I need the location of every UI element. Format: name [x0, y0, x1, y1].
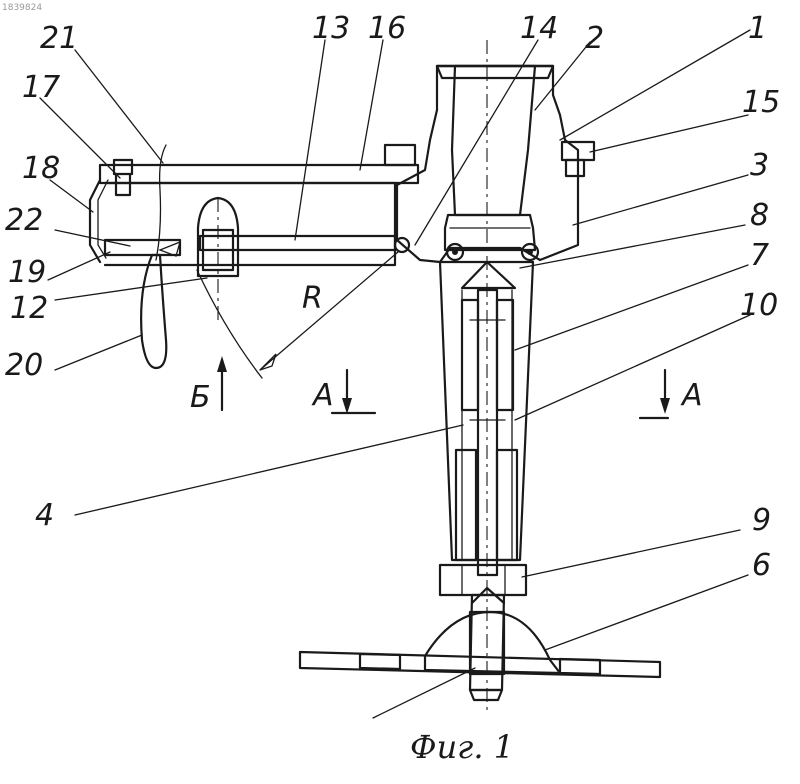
- base-plate-6: [300, 612, 660, 677]
- label-9: 9: [752, 503, 771, 538]
- label-6: 6: [752, 548, 771, 583]
- document-id: 1839824: [2, 3, 42, 13]
- label-15: 15: [742, 85, 780, 120]
- section-a-right-label: A: [680, 378, 703, 413]
- label-18: 18: [22, 151, 60, 186]
- label-13: 13: [312, 11, 350, 46]
- label-7: 7: [750, 238, 769, 273]
- reference-labels: 21 17 18 22 19 12 20 13 16 14 2 1 15 3 8…: [5, 11, 780, 583]
- label-14: 14: [520, 11, 558, 46]
- section-a-right-arrow: [640, 370, 670, 418]
- label-19: 19: [8, 255, 46, 290]
- label-22: 22: [5, 203, 43, 238]
- arm-lid-16: [90, 145, 418, 368]
- label-20: 20: [5, 348, 43, 383]
- label-17: 17: [22, 70, 60, 105]
- label-16: 16: [368, 11, 406, 46]
- label-12: 12: [10, 291, 48, 326]
- label-10: 10: [740, 288, 778, 323]
- label-2: 2: [585, 21, 604, 56]
- label-1: 1: [748, 11, 767, 46]
- section-a-left-label: A: [311, 378, 334, 413]
- label-3: 3: [750, 148, 769, 183]
- label-21: 21: [40, 21, 78, 56]
- section-b-arrow: [217, 356, 227, 410]
- label-8: 8: [750, 198, 769, 233]
- section-a-left-arrow: [332, 370, 375, 414]
- section-b-label: Б: [190, 380, 211, 415]
- radius-label: R: [302, 281, 323, 316]
- figure-caption: Фиг. 1: [410, 728, 514, 766]
- chamber-part-3: [445, 215, 538, 260]
- flange-bolt: [385, 145, 415, 165]
- leader-lines: [40, 30, 750, 718]
- label-4: 4: [35, 498, 54, 533]
